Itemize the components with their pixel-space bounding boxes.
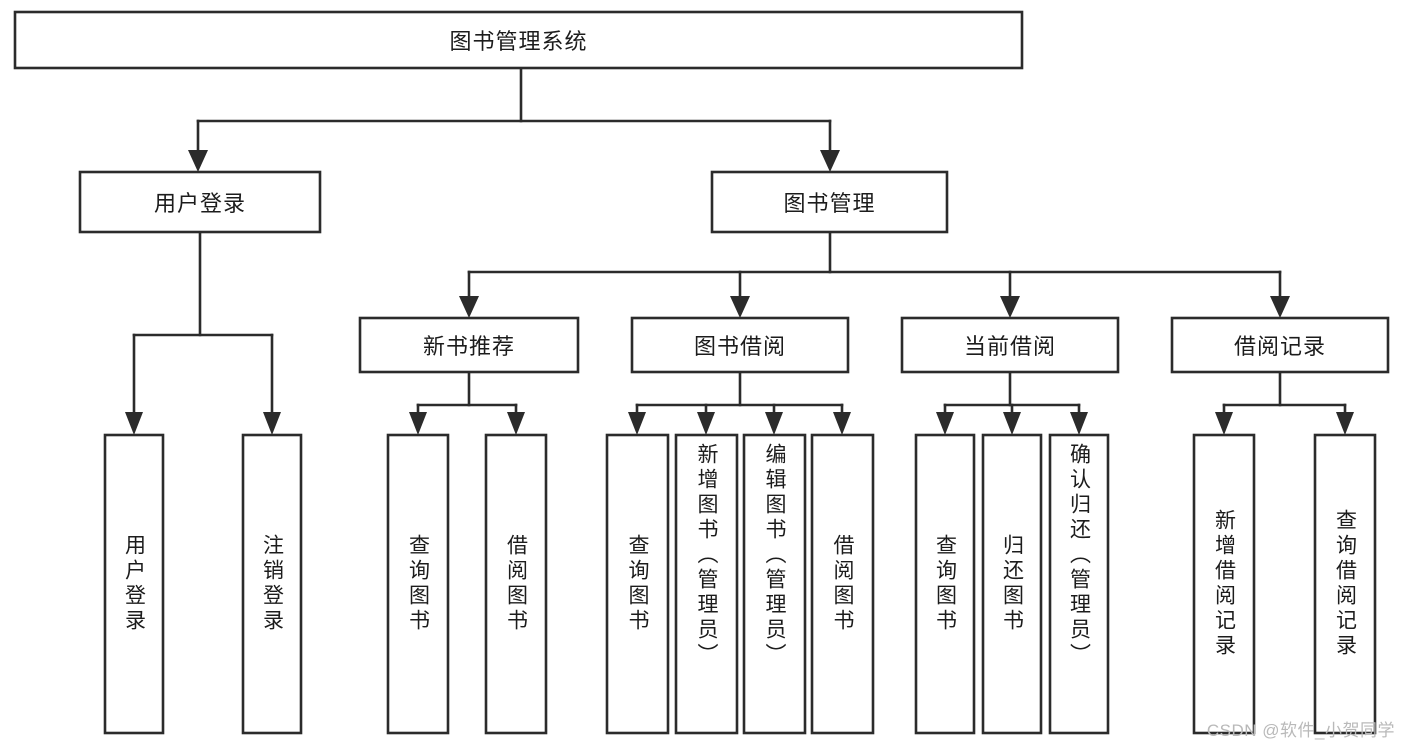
arrow-head-leaf-edit-book xyxy=(765,412,783,435)
node-leaf-query-record[interactable] xyxy=(1313,433,1377,735)
arrow-head-borrow-record xyxy=(1270,296,1290,318)
arrow-head-leaf-return-book xyxy=(1003,412,1021,435)
arrow-head-leaf-query-record xyxy=(1336,412,1354,435)
arrow-head-new-book-recommend xyxy=(459,296,479,318)
node-leaf-query-book-1[interactable] xyxy=(386,433,450,735)
arrow-head-leaf-logout xyxy=(263,412,281,435)
arrow-head-book-manage xyxy=(820,150,840,172)
node-leaf-user-login[interactable] xyxy=(103,433,165,735)
node-book-manage[interactable] xyxy=(710,170,949,234)
arrow-head-leaf-query-book-2 xyxy=(628,412,646,435)
node-leaf-borrow-book-1[interactable] xyxy=(484,433,548,735)
arrow-head-leaf-borrow-book-2 xyxy=(833,412,851,435)
arrow-head-leaf-add-book xyxy=(697,412,715,435)
node-leaf-return-book[interactable] xyxy=(981,433,1043,735)
arrow-head-leaf-user-login xyxy=(125,412,143,435)
arrow-head-user-login xyxy=(188,150,208,172)
node-leaf-add-record[interactable] xyxy=(1192,433,1256,735)
node-leaf-logout[interactable] xyxy=(241,433,303,735)
node-leaf-edit-book[interactable] xyxy=(742,433,807,735)
node-box-layer xyxy=(13,10,1390,735)
arrow-head-leaf-query-book-1 xyxy=(409,412,427,435)
node-current-borrow[interactable] xyxy=(900,316,1120,374)
node-borrow-record[interactable] xyxy=(1170,316,1390,374)
node-leaf-add-book[interactable] xyxy=(674,433,739,735)
arrow-head-leaf-borrow-book-1 xyxy=(507,412,525,435)
watermark-text: CSDN @软件_小贺同学 xyxy=(1206,721,1395,740)
arrow-head-leaf-query-book-3 xyxy=(936,412,954,435)
node-root[interactable] xyxy=(13,10,1024,70)
arrow-head-current-borrow xyxy=(1000,296,1020,318)
node-leaf-query-book-2[interactable] xyxy=(605,433,670,735)
arrow-head-leaf-add-record xyxy=(1215,412,1233,435)
arrow-head-leaf-confirm-return xyxy=(1070,412,1088,435)
node-leaf-query-book-3[interactable] xyxy=(914,433,976,735)
node-book-borrow[interactable] xyxy=(630,316,850,374)
node-new-book-recommend[interactable] xyxy=(358,316,580,374)
node-leaf-borrow-book-2[interactable] xyxy=(810,433,875,735)
node-leaf-confirm-return[interactable] xyxy=(1048,433,1110,735)
connector-layer xyxy=(125,66,1354,435)
node-user-login[interactable] xyxy=(78,170,322,234)
arrow-head-book-borrow xyxy=(730,296,750,318)
